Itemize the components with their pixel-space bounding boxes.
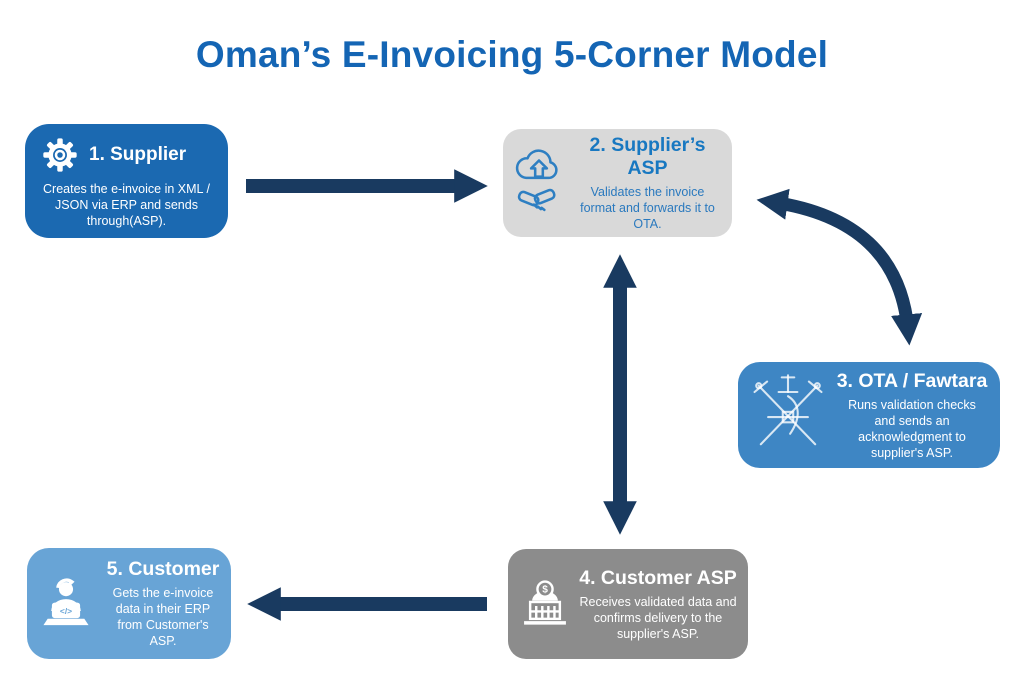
node-ota-fawtara-title: 3. OTA / Fawtara [836, 369, 988, 392]
laptop-code-symbol: </> [60, 606, 72, 616]
node-supplier-description: Creates the e-invoice in XML / JSON via … [43, 182, 210, 228]
person-laptop-icon: </> [35, 572, 97, 636]
node-supplier-asp-text: 2. Supplier’s ASP Validates the invoice … [573, 134, 722, 232]
node-customer-text: 5. Customer Gets the e-invoice data in t… [103, 558, 223, 649]
node-supplier-asp-description: Validates the invoice format and forward… [580, 185, 715, 231]
node-customer-asp: $ 4. Customer ASP Receives validated dat… [508, 549, 748, 659]
node-supplier-title: 1. Supplier [89, 144, 187, 165]
cloud-upload-handshake-icon [511, 142, 567, 224]
oman-emblem-icon [746, 369, 830, 461]
page-title: Oman’s E-Invoicing 5-Corner Model [195, 34, 829, 75]
node-ota-fawtara-text: 3. OTA / Fawtara Runs validation checks … [836, 370, 988, 461]
node-customer-asp-description: Receives validated data and confirms del… [579, 594, 737, 641]
bank-coin-symbol: $ [542, 585, 548, 596]
node-ota-fawtara-description: Runs validation checks and sends an ackn… [848, 397, 976, 460]
arrow-supplier-asp-ota-curved [756, 188, 923, 346]
node-customer: </> 5. Customer Gets the e-invoice data … [27, 548, 231, 659]
node-customer-description: Gets the e-invoice data in their ERP fro… [112, 586, 214, 648]
node-supplier-asp-title: 2. Supplier’s ASP [589, 134, 706, 179]
node-customer-asp-title: 4. Customer ASP [579, 566, 737, 589]
node-customer-asp-text: 4. Customer ASP Receives validated data … [578, 567, 738, 642]
gear-icon [41, 136, 79, 174]
node-supplier-header: 1. Supplier [37, 136, 216, 174]
node-customer-title: 5. Customer [106, 558, 220, 580]
node-ota-fawtara: 3. OTA / Fawtara Runs validation checks … [738, 362, 1000, 468]
bank-icon: $ [518, 568, 572, 640]
node-supplier-asp: 2. Supplier’s ASP Validates the invoice … [503, 129, 732, 237]
node-supplier: 1. Supplier Creates the e-invoice in XML… [25, 124, 228, 238]
